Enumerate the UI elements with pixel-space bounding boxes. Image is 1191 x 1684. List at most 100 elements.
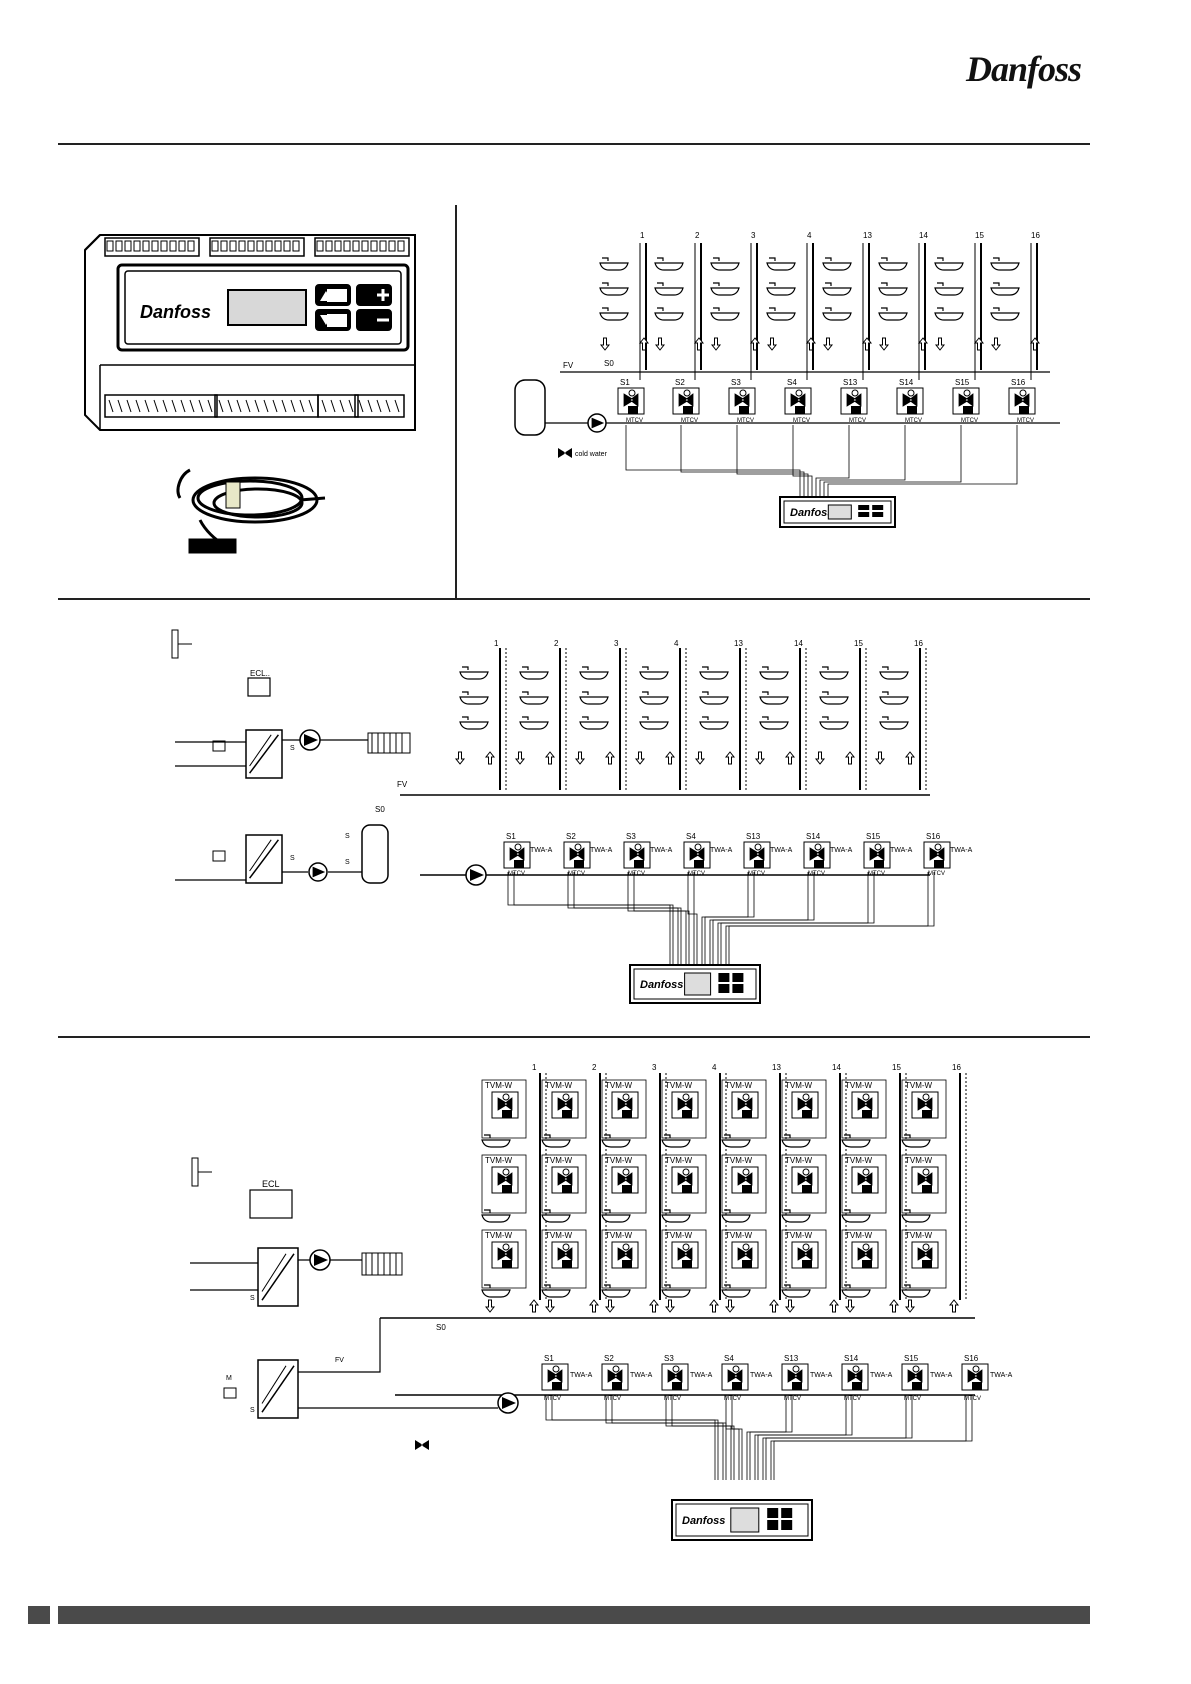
riser-number: 16 (914, 639, 923, 648)
mtcv-valve (901, 1363, 929, 1391)
tvm-label: TVM-W (725, 1081, 753, 1090)
mtcv-valve (923, 841, 951, 869)
twa-label: TWA-A (590, 847, 613, 854)
s-label: S (290, 745, 295, 752)
sensor-label: S2 (566, 832, 576, 841)
sensor-label: S16 (964, 1354, 979, 1363)
mtcv-label: MTCV (844, 1396, 861, 1402)
fv-label: FV (563, 361, 574, 370)
tvm-label: TVM-W (725, 1156, 753, 1165)
svg-text:Danfoss: Danfoss (790, 507, 833, 519)
s0-label: S0 (604, 359, 614, 368)
mtcv-label: MTCV (904, 1396, 921, 1402)
mtcv-valve (601, 1363, 629, 1391)
motor-label: M (215, 855, 221, 862)
tvm-valve (851, 1241, 879, 1269)
twa-label: TWA-A (750, 1372, 773, 1379)
mtcv-label: MTCV (544, 1396, 561, 1402)
ecl-controller (247, 677, 271, 697)
mtcv-valve (672, 387, 700, 415)
twa-label: TWA-A (830, 847, 853, 854)
vertical-divider (455, 205, 457, 598)
tvm-label: TVM-W (545, 1081, 573, 1090)
mtcv-label: MTCV (568, 871, 585, 877)
sensor-label: S14 (806, 832, 821, 841)
tvm-label: TVM-W (785, 1231, 813, 1240)
mtcv-valve (1008, 387, 1036, 415)
ecl-controller (249, 1189, 293, 1219)
tvm-valve (491, 1091, 519, 1119)
cold-water-label: cold water (575, 451, 608, 458)
mtcv-label: MTCV (737, 418, 754, 424)
logo-wordmark: Danfoss (966, 49, 1082, 89)
mtcv-label: MTCV (849, 418, 866, 424)
sensor-label: S2 (675, 378, 685, 387)
twa-label: TWA-A (710, 847, 733, 854)
s-label: S (250, 1407, 255, 1414)
ecl-label: ECL.. (250, 669, 270, 678)
riser-number: 2 (554, 639, 559, 648)
sensor-label: S13 (746, 832, 761, 841)
twa-label: TWA-A (990, 1372, 1013, 1379)
s-label: S (290, 855, 295, 862)
mtcv-valve (683, 841, 711, 869)
tvm-label: TVM-W (605, 1081, 633, 1090)
tvm-valve (791, 1166, 819, 1194)
twa-label: TWA-A (530, 847, 553, 854)
twa-label: TWA-A (950, 847, 973, 854)
sensor-label: S3 (664, 1354, 674, 1363)
mtcv-valve (803, 841, 831, 869)
mtcv-valve (841, 1363, 869, 1391)
tvm-label: TVM-W (665, 1081, 693, 1090)
fv-label: FV (335, 1357, 344, 1364)
tvm-valve (671, 1091, 699, 1119)
tvm-label: TVM-W (485, 1081, 513, 1090)
tvm-valve (911, 1241, 939, 1269)
svg-text:Danfoss: Danfoss (640, 979, 683, 991)
section-rule-1 (58, 598, 1090, 600)
tvm-valve (551, 1166, 579, 1194)
controller-logo-text: Danfoss (140, 302, 211, 322)
mtcv-label: MTCV (508, 871, 525, 877)
sensor-label: S16 (926, 832, 941, 841)
tvm-valve (851, 1166, 879, 1194)
mtcv-valve (840, 387, 868, 415)
twa-label: TWA-A (870, 1372, 893, 1379)
tvm-label: TVM-W (545, 1231, 573, 1240)
sensor-label: S3 (626, 832, 636, 841)
radiator (361, 1252, 403, 1276)
mtcv-label: MTCV (604, 1396, 621, 1402)
tvm-valve (911, 1091, 939, 1119)
twa-label: TWA-A (690, 1372, 713, 1379)
svg-text:Danfoss: Danfoss (682, 1515, 725, 1527)
tvm-label: TVM-W (845, 1231, 873, 1240)
ecl-label: ECL (262, 1179, 280, 1189)
footer-page-box (28, 1606, 50, 1624)
tvm-label: TVM-W (545, 1156, 573, 1165)
riser-number: 4 (712, 1063, 717, 1072)
mtcv-label: MTCV (961, 418, 978, 424)
riser-number: 15 (892, 1063, 901, 1072)
sensor-label: S15 (955, 378, 970, 387)
sensor-label: S1 (620, 378, 630, 387)
outdoor-sensor (171, 629, 179, 659)
s0-label: S0 (375, 805, 385, 814)
tvm-valve (671, 1166, 699, 1194)
mtcv-label: MTCV (628, 871, 645, 877)
riser-number: 3 (614, 639, 619, 648)
riser-number: 3 (652, 1063, 657, 1072)
tvm-valve (791, 1091, 819, 1119)
tvm-label: TVM-W (605, 1231, 633, 1240)
tvm-valve (851, 1091, 879, 1119)
riser-number: 13 (772, 1063, 781, 1072)
storage-tank (514, 379, 546, 436)
sensor-label: S13 (784, 1354, 799, 1363)
sensor-label: S4 (787, 378, 797, 387)
mtcv-label: MTCV (626, 418, 643, 424)
tvm-label: TVM-W (845, 1081, 873, 1090)
tvm-label: TVM-W (665, 1156, 693, 1165)
twa-label: TWA-A (890, 847, 913, 854)
mtcv-label: MTCV (688, 871, 705, 877)
